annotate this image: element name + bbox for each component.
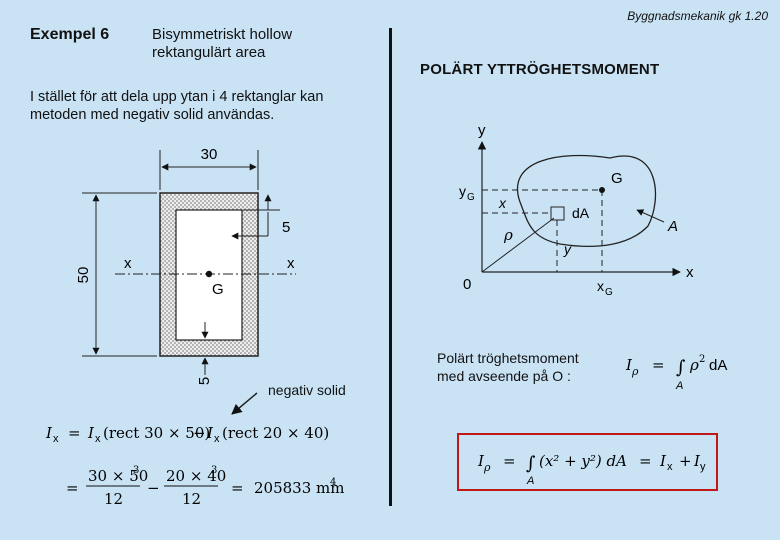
box-lhs-sub: ρ — [483, 461, 491, 474]
course-reference: Byggnadsmekanik gk 1.20 — [627, 9, 768, 23]
boxed-formula: I ρ = ∫ A (x² + y²) dA = I x + I y — [477, 452, 706, 487]
def-lhs: I — [625, 356, 633, 374]
ix-term1-arg: (rect 30 × 50) — [103, 424, 210, 442]
width-dimension: 30 — [201, 146, 218, 163]
result-exponent: 4 — [330, 477, 336, 488]
rho-vector — [481, 217, 555, 273]
ix-formula: I x = I x (rect 30 × 50) − I x (rect 20 … — [45, 424, 344, 508]
x-local-label: x — [498, 195, 507, 211]
ix-term2-arg: (rect 20 × 40) — [222, 424, 329, 442]
wall-top-dimension: 5 — [282, 219, 290, 236]
yG-subscript: G — [467, 192, 475, 203]
centroid-label-G: G — [611, 170, 623, 187]
box-lhs: I — [477, 452, 485, 470]
ix-equals-2: = — [66, 479, 79, 497]
negative-solid-arrow — [231, 392, 258, 415]
y-local-label: y — [563, 241, 572, 257]
subtitle-line-2: rektangulärt area — [152, 44, 266, 61]
area-outline — [517, 154, 657, 247]
box-Iy-sub: y — [700, 461, 706, 473]
example-subtitle: Bisymmetriskt hollow rektangulärt area — [152, 26, 352, 62]
ix-term2: I — [206, 424, 214, 442]
box-plus: + — [679, 452, 692, 470]
def-lower-limit: A — [675, 380, 683, 392]
result-value: 205833 mm — [254, 479, 344, 497]
box-equals-2: = — [639, 452, 652, 470]
centroid-label: G — [212, 281, 224, 298]
subtitle-line-1: Bisymmetriskt hollow — [152, 26, 293, 43]
box-Ix: I — [659, 452, 667, 470]
xG-label: x — [597, 278, 604, 294]
polar-label-line-2: med avseende på O : — [437, 368, 571, 384]
box-Iy: I — [693, 452, 701, 470]
x-axis-label-left: x — [124, 255, 132, 272]
x-axis-label: x — [686, 264, 694, 281]
def-integrand: ρ — [689, 356, 699, 374]
ix-minus: − — [193, 424, 206, 442]
example-title: Exempel 6 — [30, 26, 110, 43]
def-integral: ∫ — [676, 357, 686, 378]
ix-term1: I — [87, 424, 95, 442]
polar-formula-box — [457, 433, 718, 491]
area-label: A — [667, 218, 678, 235]
box-lower-limit: A — [526, 475, 534, 487]
origin-label: 0 — [463, 276, 471, 293]
y-axis-label: y — [478, 122, 486, 139]
box-integral: ∫ — [526, 453, 536, 474]
rho-label: ρ — [503, 226, 513, 244]
height-dimension: 50 — [75, 267, 92, 284]
box-Ix-sub: x — [667, 461, 673, 473]
area-arrow — [636, 209, 665, 223]
yG-label: y — [459, 183, 466, 199]
frac2-denominator: 12 — [182, 490, 201, 508]
def-dA: dA — [709, 357, 727, 374]
def-equals: = — [652, 356, 665, 374]
polar-label-line-1: Polärt tröghetsmoment — [437, 350, 579, 366]
dA-label: dA — [572, 205, 590, 221]
result-equals: = — [231, 479, 244, 497]
hollow-rectangle-figure: 30 50 5 5 x x G — [75, 146, 296, 415]
frac1-denominator: 12 — [104, 490, 123, 508]
intro-paragraph: I stället för att dela upp ytan i 4 rekt… — [30, 89, 324, 123]
wall-bottom-dimension: 5 — [196, 377, 213, 385]
box-integrand: (x² + y²) dA — [539, 452, 627, 470]
centroid-point-G — [599, 187, 605, 193]
frac2-numerator: 20 × 40 — [166, 467, 226, 485]
centroid-point — [205, 270, 213, 278]
negative-solid-label: negativ solid — [268, 382, 346, 398]
x-axis-label-right: x — [287, 255, 295, 272]
ix-term1-sub: x — [95, 433, 101, 445]
box-equals: = — [503, 452, 516, 470]
dA-element — [550, 206, 565, 221]
polar-moment-label: Polärt tröghetsmoment med avseende på O … — [437, 349, 627, 385]
ix-lhs-sub: x — [53, 433, 59, 445]
ix-term2-sub: x — [214, 433, 220, 445]
xG-subscript: G — [605, 287, 613, 298]
def-lhs-sub: ρ — [631, 365, 639, 378]
section-title: POLÄRT YTTRÖGHETSMOMENT — [420, 61, 660, 78]
frac1-numerator: 30 × 50 — [88, 467, 148, 485]
vertical-divider — [389, 28, 392, 506]
ix-lhs: I — [45, 424, 53, 442]
frac2-exponent: 3 — [211, 465, 217, 476]
polar-area-figure: y x 0 G y G x G dA x y ρ A — [459, 122, 694, 298]
polar-definition: I ρ = ∫ A ρ 2 dA — [625, 354, 727, 392]
def-exponent: 2 — [699, 354, 705, 365]
frac1-exponent: 3 — [133, 465, 139, 476]
frac-minus: − — [147, 479, 160, 497]
ix-equals: = — [68, 424, 81, 442]
